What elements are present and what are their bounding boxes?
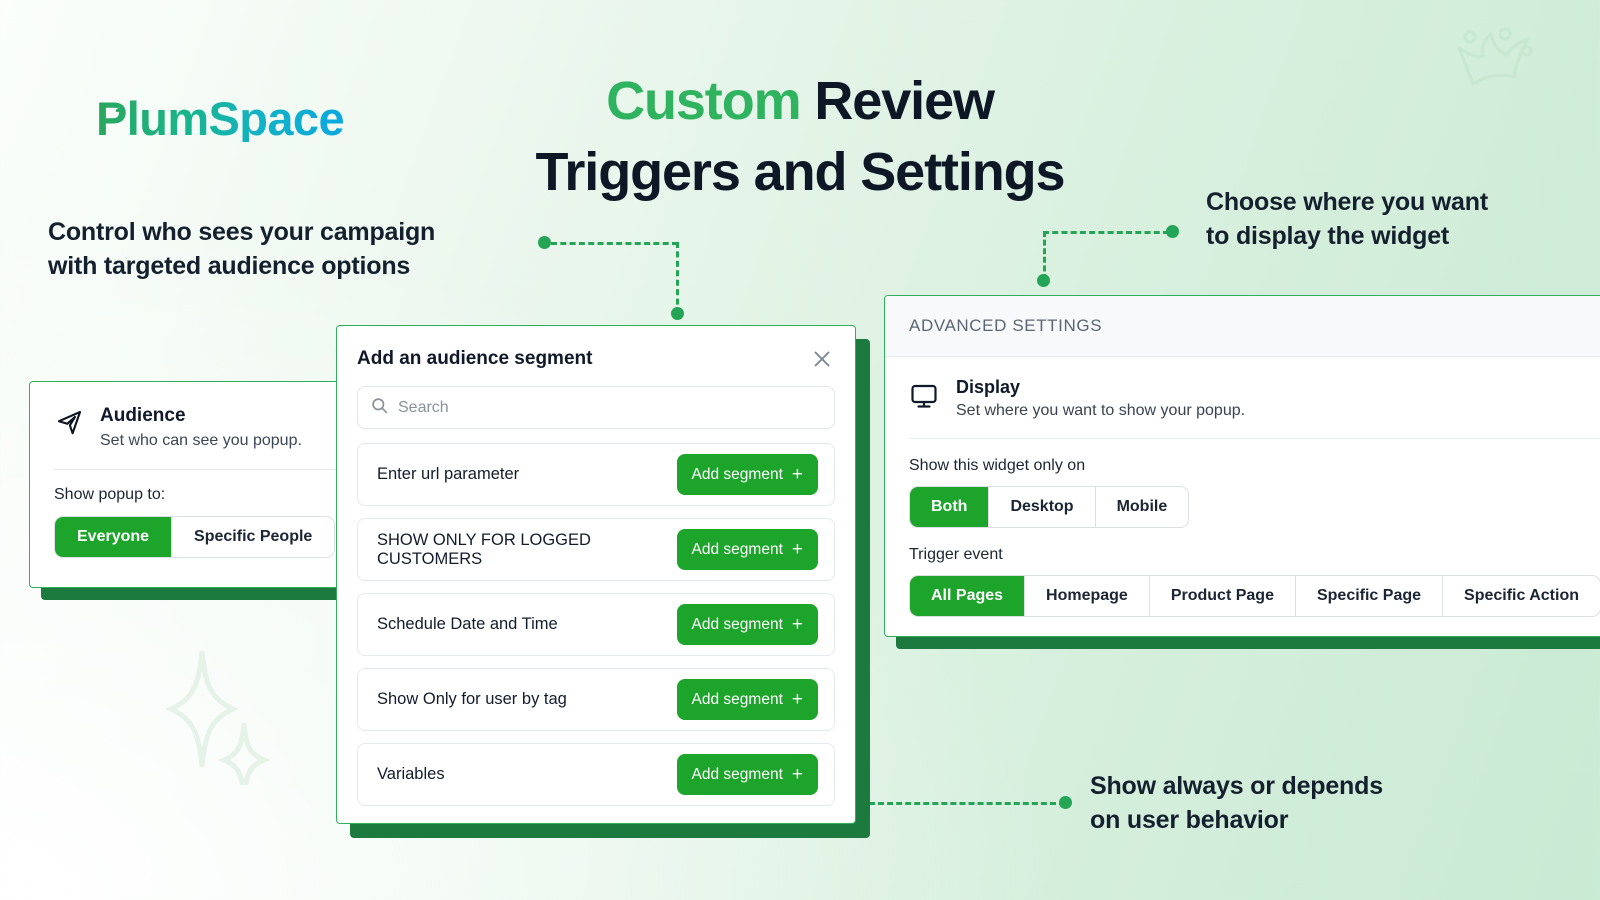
connector-dot-right-end	[1037, 274, 1050, 287]
annotation-right: Choose where you want to display the wid…	[1206, 188, 1488, 250]
navigation-arrow-icon	[54, 407, 84, 437]
list-item[interactable]: Variables Add segment +	[357, 743, 835, 806]
title-line2: Triggers and Settings	[535, 142, 1065, 203]
sparkle-decoration	[160, 645, 271, 798]
segment-label: Variables	[377, 765, 445, 783]
brand-name: PlumSpace	[96, 92, 345, 145]
connector-line-right-v	[1043, 231, 1046, 280]
close-icon[interactable]	[811, 348, 833, 370]
audience-title: Audience	[100, 405, 186, 426]
add-segment-button[interactable]: Add segment +	[676, 454, 818, 495]
add-segment-button[interactable]: Add segment +	[676, 529, 818, 570]
plus-icon: +	[791, 614, 803, 635]
search-input[interactable]: Search	[357, 386, 835, 429]
connector-dot-right-start	[1166, 225, 1179, 238]
annotation-left: Control who sees your campaign with targ…	[48, 218, 436, 280]
search-icon	[371, 397, 388, 419]
plus-icon: +	[791, 689, 803, 710]
add-segment-label: Add segment	[691, 540, 783, 558]
connector-line-left-h	[551, 242, 678, 245]
brand-logo: PlumSpace	[96, 92, 345, 145]
audience-subtitle: Set who can see you popup.	[100, 431, 302, 449]
add-segment-button[interactable]: Add segment +	[676, 754, 818, 795]
annotation-bottom: Show always or depends on user behavior	[1090, 772, 1383, 834]
widget-option-desktop[interactable]: Desktop	[989, 487, 1096, 527]
list-item[interactable]: Show Only for user by tag Add segment +	[357, 668, 835, 731]
advanced-divider	[909, 438, 1600, 439]
add-segment-label: Add segment	[691, 765, 783, 783]
monitor-icon	[909, 381, 939, 411]
widget-option-mobile[interactable]: Mobile	[1095, 487, 1189, 527]
page-title: Custom Review Triggers and Settings	[0, 66, 1600, 209]
advanced-settings-header: ADVANCED SETTINGS	[885, 296, 1600, 357]
modal-header: Add an audience segment	[337, 326, 855, 370]
add-audience-segment-modal: Add an audience segment Search Enter url…	[336, 325, 856, 824]
widget-scope-label: Show this widget only on	[909, 457, 1086, 474]
add-segment-label: Add segment	[691, 690, 783, 708]
segment-label: Show Only for user by tag	[377, 690, 567, 708]
connector-line-right-h	[1043, 231, 1169, 234]
display-subtitle: Set where you want to show your popup.	[956, 402, 1246, 419]
audience-option-everyone[interactable]: Everyone	[55, 516, 173, 557]
show-popup-to-label: Show popup to:	[54, 485, 166, 503]
segment-label: SHOW ONLY FOR LOGGED CUSTOMERS	[377, 530, 591, 568]
advanced-settings-card: ADVANCED SETTINGS Display Set where you …	[884, 295, 1600, 637]
trigger-event-label: Trigger event	[909, 546, 1003, 563]
audience-segmented-control[interactable]: Everyone Specific People	[54, 515, 336, 558]
title-rest-line1: Review	[814, 71, 995, 131]
connector-dot-left-start	[538, 236, 551, 249]
leaf-rocket-icon	[104, 104, 125, 125]
segment-label: Enter url parameter	[377, 465, 520, 483]
add-segment-label: Add segment	[691, 465, 783, 483]
connector-line-left-v	[676, 242, 679, 314]
title-accent-word: Custom	[606, 71, 802, 131]
list-item[interactable]: SHOW ONLY FOR LOGGED CUSTOMERS Add segme…	[357, 518, 835, 581]
trigger-option-product-page[interactable]: Product Page	[1149, 576, 1296, 616]
trigger-option-specific-page[interactable]: Specific Page	[1295, 576, 1444, 616]
trigger-option-specific-action[interactable]: Specific Action	[1443, 576, 1600, 616]
plus-icon: +	[791, 539, 803, 560]
connector-line-bottom-h	[869, 802, 1065, 805]
segment-list: Enter url parameter Add segment + SHOW O…	[337, 429, 855, 806]
plus-icon: +	[791, 764, 803, 785]
display-title: Display	[956, 377, 1021, 397]
add-segment-label: Add segment	[691, 615, 783, 633]
audience-header: Audience Set who can see you popup.	[30, 382, 422, 452]
trigger-option-all-pages[interactable]: All Pages	[910, 576, 1026, 616]
search-placeholder: Search	[398, 398, 449, 416]
audience-option-specific-people[interactable]: Specific People	[172, 516, 335, 557]
trigger-event-segmented-control[interactable]: All Pages Homepage Product Page Specific…	[909, 575, 1600, 617]
widget-scope-segmented-control[interactable]: Both Desktop Mobile	[909, 486, 1190, 528]
modal-title: Add an audience segment	[357, 348, 593, 369]
add-segment-button[interactable]: Add segment +	[676, 604, 818, 645]
list-item[interactable]: Schedule Date and Time Add segment +	[357, 593, 835, 656]
audience-divider	[54, 468, 398, 470]
trigger-option-homepage[interactable]: Homepage	[1025, 576, 1150, 616]
plus-icon: +	[791, 464, 803, 485]
connector-dot-bottom-end	[1059, 796, 1072, 809]
segment-label: Schedule Date and Time	[377, 615, 558, 633]
connector-dot-bottom-start	[857, 796, 870, 809]
display-section-header: Display Set where you want to show your …	[885, 357, 1600, 420]
add-segment-button[interactable]: Add segment +	[676, 679, 818, 720]
widget-option-both[interactable]: Both	[910, 487, 990, 527]
connector-dot-left-end	[671, 307, 684, 320]
list-item[interactable]: Enter url parameter Add segment +	[357, 443, 835, 506]
